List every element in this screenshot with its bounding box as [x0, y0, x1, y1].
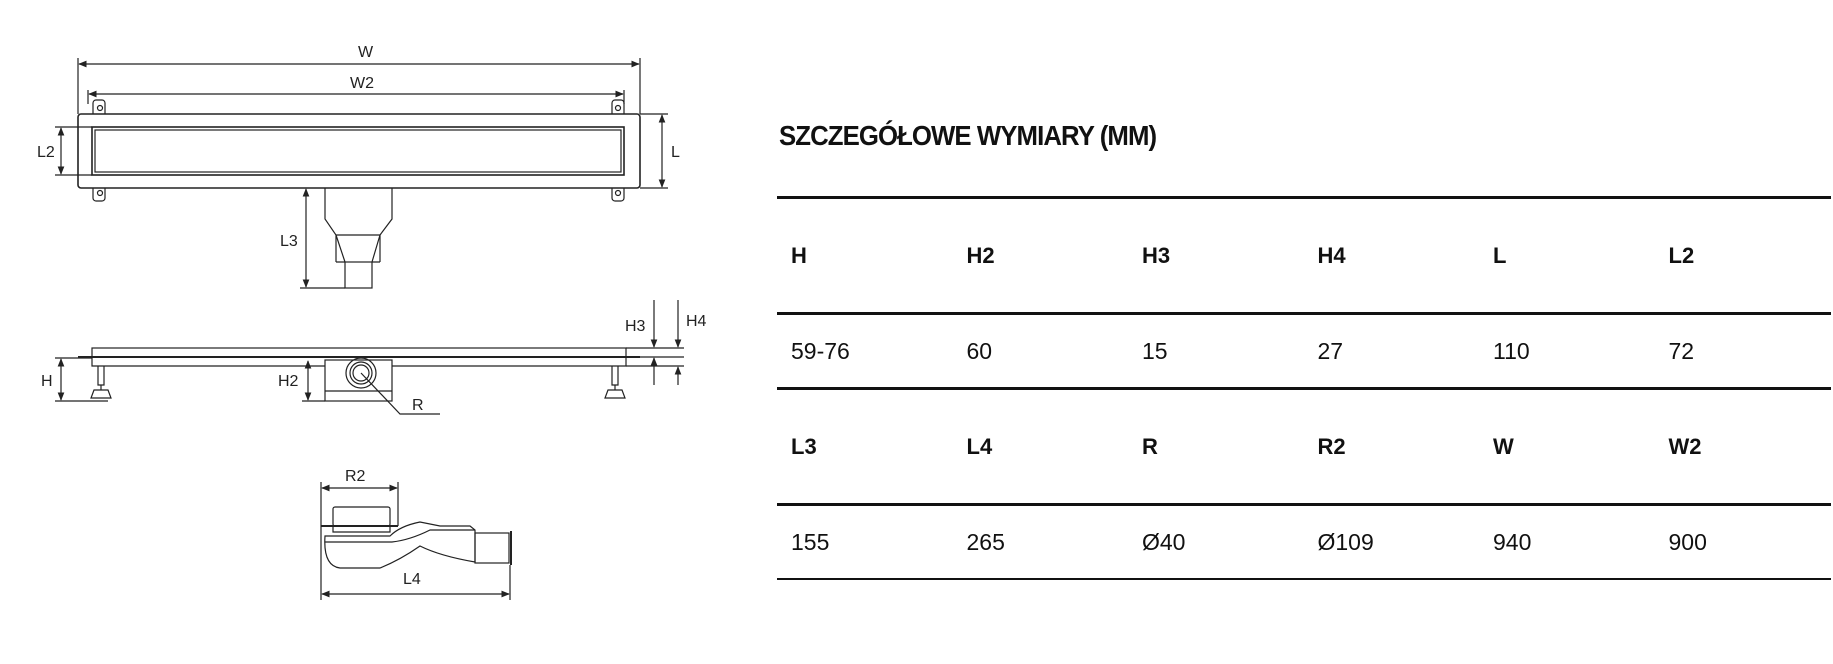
value-cell: 15: [1142, 337, 1168, 364]
table-header-row: L3 L4 R R2 W W2: [777, 387, 1831, 503]
header-cell: R: [1142, 433, 1158, 459]
value-cell: 940: [1493, 528, 1532, 555]
label-h2: H2: [278, 373, 299, 390]
trap-view: [320, 482, 512, 600]
value-cell: 59-76: [791, 337, 850, 364]
dimensions-table: H H2 H3 H4 L L2 59-76 60 15 27 110 72 L3…: [777, 196, 1831, 580]
value-cell: 60: [966, 337, 993, 364]
value-cell: 155: [791, 528, 830, 555]
header-cell: H: [791, 242, 807, 268]
label-w: W: [358, 44, 374, 61]
technical-drawing: W W2 L2 L L3 H3 H4 H H2 R R2 L4: [37, 44, 707, 600]
header-cell: H2: [966, 242, 995, 268]
header-cell: L: [1493, 242, 1507, 268]
header-cell: L3: [791, 433, 817, 459]
value-cell: 900: [1668, 528, 1707, 555]
label-l3: L3: [280, 233, 298, 250]
header-cell: W: [1493, 433, 1514, 459]
label-h: H: [41, 373, 53, 390]
value-cell: 72: [1668, 337, 1695, 364]
header-cell: H4: [1317, 242, 1346, 268]
table-header-row: H H2 H3 H4 L L2: [777, 196, 1831, 312]
value-cell: 265: [966, 528, 1005, 555]
value-cell: 27: [1317, 337, 1344, 364]
page-title: SZCZEGÓŁOWE WYMIARY (MM): [779, 120, 1157, 151]
label-l4: L4: [403, 571, 421, 588]
value-cell: Ø109: [1317, 528, 1374, 555]
label-h3: H3: [625, 318, 646, 335]
label-w2: W2: [350, 75, 374, 92]
header-cell: L2: [1668, 242, 1695, 268]
label-l: L: [671, 144, 680, 161]
label-h4: H4: [686, 313, 707, 330]
header-cell: W2: [1668, 433, 1702, 459]
value-cell: Ø40: [1142, 528, 1186, 555]
table-row: 155 265 Ø40 Ø109 940 900: [777, 503, 1831, 580]
label-r: R: [412, 397, 424, 414]
header-cell: L4: [966, 433, 993, 459]
side-view: [55, 300, 684, 415]
header-cell: R2: [1317, 433, 1346, 459]
header-cell: H3: [1142, 242, 1171, 268]
label-r2: R2: [345, 468, 366, 485]
label-l2: L2: [37, 144, 55, 161]
table-row: 59-76 60 15 27 110 72: [777, 312, 1831, 387]
value-cell: 110: [1493, 337, 1530, 364]
top-view: [55, 58, 668, 289]
